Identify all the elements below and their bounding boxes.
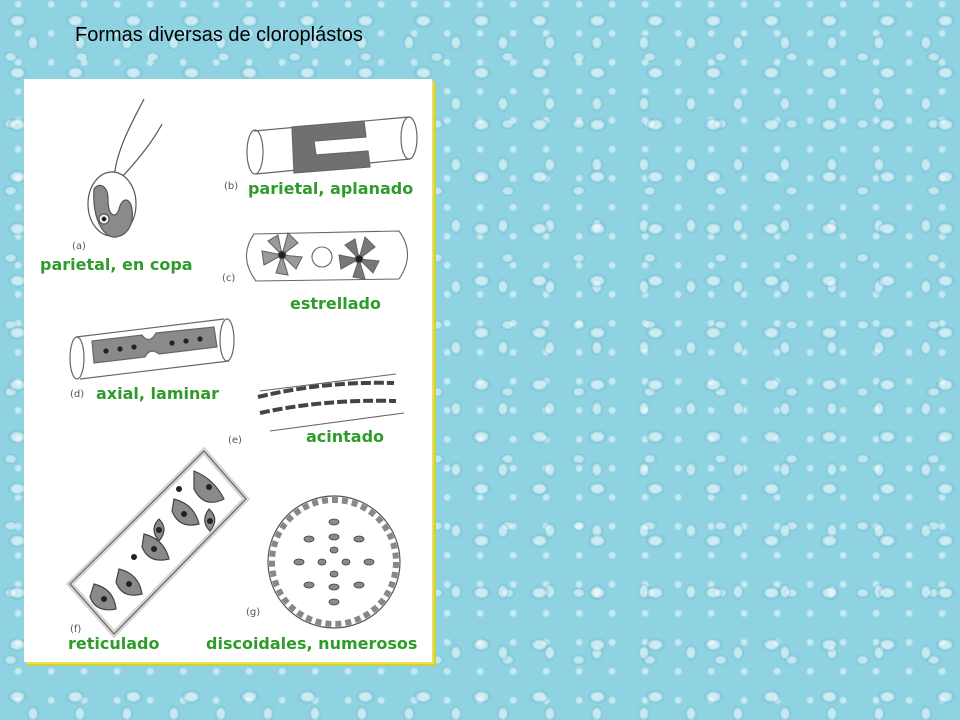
chloroplast-figure: parietal, en copa parietal, aplanado est… bbox=[24, 79, 432, 662]
label-parietal-flat: parietal, aplanado bbox=[248, 179, 414, 198]
label-discoid: discoidales, numerosos bbox=[206, 634, 418, 653]
label-parietal-cup: parietal, en copa bbox=[40, 255, 193, 274]
letter-g: (g) bbox=[246, 607, 261, 618]
letter-f: (f) bbox=[70, 624, 82, 635]
letter-c: (c) bbox=[222, 273, 236, 284]
label-reticulate: reticulado bbox=[68, 634, 160, 653]
letter-b: (b) bbox=[224, 181, 239, 192]
label-axial-laminar: axial, laminar bbox=[96, 384, 220, 403]
drawing-discoid bbox=[267, 495, 401, 629]
drawing-parietal-flat bbox=[246, 116, 418, 175]
drawing-stellate bbox=[245, 230, 409, 282]
letter-e: (e) bbox=[228, 435, 242, 446]
label-stellate: estrellado bbox=[290, 294, 381, 313]
drawing-ribbon bbox=[257, 373, 405, 432]
drawing-parietal-cup bbox=[87, 98, 163, 238]
letter-d: (d) bbox=[70, 389, 85, 400]
chloroplast-drawings bbox=[65, 98, 418, 639]
drawing-axial-laminar bbox=[69, 318, 235, 380]
label-ribbon: acintado bbox=[306, 427, 385, 446]
drawing-reticulate bbox=[65, 446, 251, 639]
letter-a: (a) bbox=[72, 241, 86, 252]
slide-title: Formas diversas de cloroplástos bbox=[75, 24, 363, 46]
